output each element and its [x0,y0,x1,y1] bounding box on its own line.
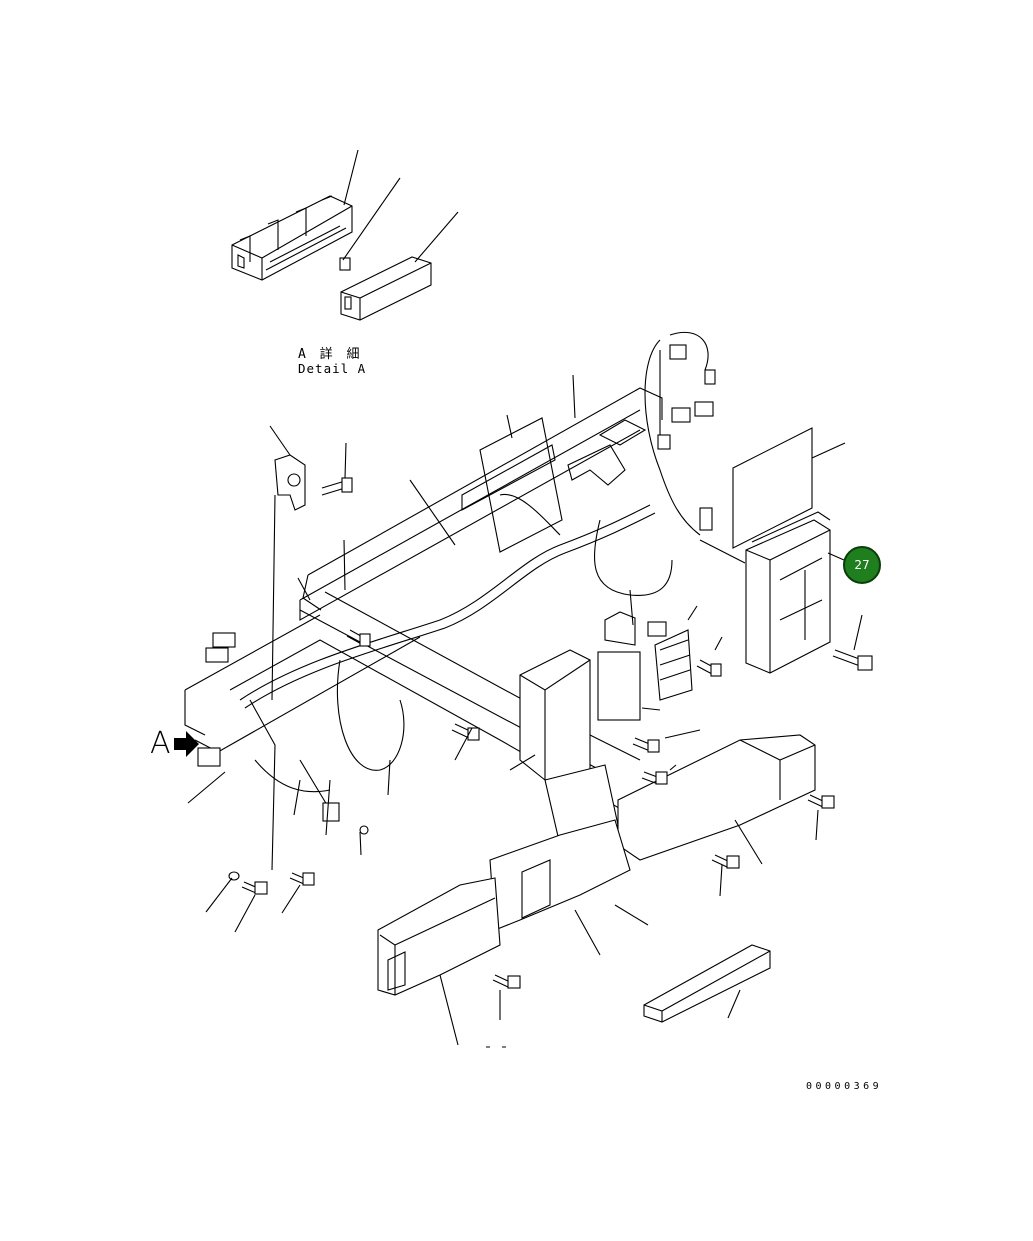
drawing-number: 00000369 [806,1081,883,1092]
callout-number: 27 [854,558,870,572]
detail-a-connector [231,195,353,281]
label-sheet [732,427,846,549]
detail-a-label-en: Detail A [298,361,367,376]
air-ducts [377,649,816,996]
relay-module [654,629,693,701]
detail-leader-lines [342,149,459,263]
view-arrow [174,731,199,757]
wire-harness [239,331,709,871]
leader-lines [187,374,863,1048]
connectors [197,344,716,822]
clamp [271,454,306,701]
view-a-marker: A [150,726,171,761]
detail-a-cover [340,256,432,321]
detail-a-pin [339,257,351,271]
controller-box [745,511,831,674]
bolts [228,477,873,989]
spacer-block [643,944,771,1023]
part-callout-27[interactable]: 27 [843,546,881,584]
detail-a-label-jp: A 詳 細 [298,347,363,362]
mounting-plates [461,417,647,553]
